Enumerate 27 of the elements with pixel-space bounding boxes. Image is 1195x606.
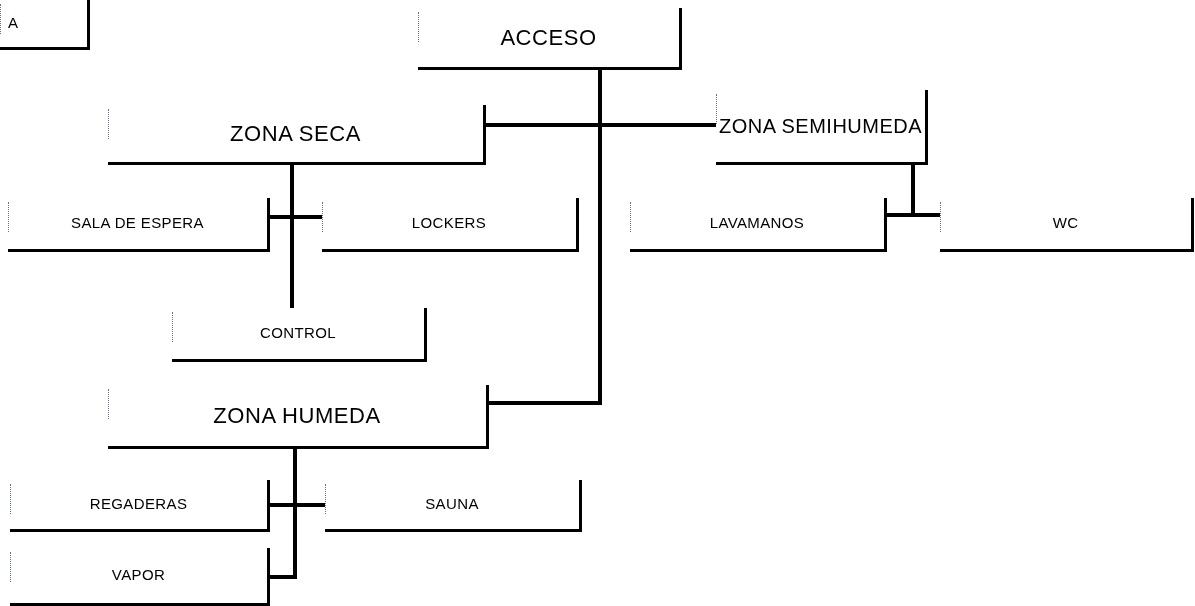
- room-label: CONTROL: [260, 323, 336, 344]
- room-box: [8, 198, 270, 252]
- room-box: [940, 198, 1194, 252]
- room-label: A: [8, 13, 19, 34]
- room-label: ACCESO: [500, 24, 597, 52]
- room-box: [418, 8, 682, 70]
- room-label: VAPOR: [111, 565, 166, 586]
- room-box: [322, 198, 579, 252]
- room-box: [10, 480, 270, 532]
- room-label: REGADERAS: [89, 494, 188, 515]
- room-box: [325, 480, 582, 532]
- room-label: ZONA SEMIHUMEDA: [718, 114, 923, 139]
- room-label: SAUNA: [425, 494, 479, 515]
- room-label: SALA DE ESPERA: [71, 213, 204, 234]
- room-label: ZONA SECA: [230, 120, 361, 148]
- room-box: [630, 198, 887, 252]
- room-box: [10, 548, 270, 606]
- room-label: LOCKERS: [411, 213, 487, 234]
- room-label: ZONA HUMEDA: [213, 402, 381, 430]
- room-box: [0, 0, 90, 50]
- connector-line: [489, 70, 602, 405]
- room-box: [108, 385, 489, 449]
- room-box: [108, 105, 486, 165]
- room-box: [172, 308, 427, 362]
- room-label: WC: [1052, 213, 1079, 234]
- room-box: [716, 90, 928, 165]
- room-label: LAVAMANOS: [709, 213, 805, 234]
